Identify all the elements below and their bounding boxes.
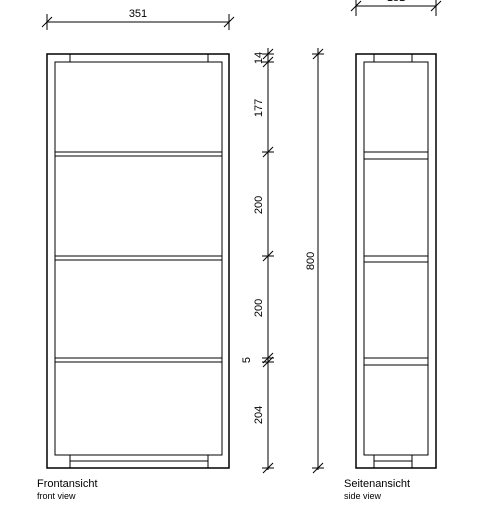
segment-label-1: 14 <box>253 52 265 64</box>
front-caption-en: front view <box>37 491 76 501</box>
side-view <box>355 53 437 469</box>
front-inner-body <box>54 61 223 456</box>
front-width-label: 351 <box>129 8 147 20</box>
overall-height-dimension: 800 <box>305 48 324 474</box>
front-shelf-1 <box>55 151 222 157</box>
segment-label-6: 204 <box>253 406 265 424</box>
side-width-label: 181 <box>387 0 405 4</box>
side-shelf-2 <box>363 255 429 263</box>
side-inner-body <box>363 61 429 456</box>
front-shelf-3 <box>55 357 222 363</box>
side-caption: Seitenansicht <box>344 478 410 490</box>
front-view <box>46 53 230 469</box>
side-shelf-3 <box>363 357 429 366</box>
front-caption: Frontansicht <box>37 478 98 490</box>
segment-label-2: 177 <box>253 99 265 117</box>
segment-label-4: 200 <box>253 299 265 317</box>
front-shelf-2 <box>55 255 222 261</box>
segment-label-3: 200 <box>253 196 265 214</box>
side-outer-frame <box>355 53 437 469</box>
front-width-dimension: 351 <box>41 8 235 30</box>
front-outer-frame <box>46 53 230 469</box>
side-width-dimension: 181 <box>350 0 442 16</box>
segment-label-5: 5 <box>241 357 253 363</box>
side-caption-en: side view <box>344 491 382 501</box>
overall-height-label: 800 <box>305 252 317 270</box>
front-height-chain: 14 177 200 200 5 204 <box>241 48 274 474</box>
side-shelf-1 <box>363 151 429 160</box>
